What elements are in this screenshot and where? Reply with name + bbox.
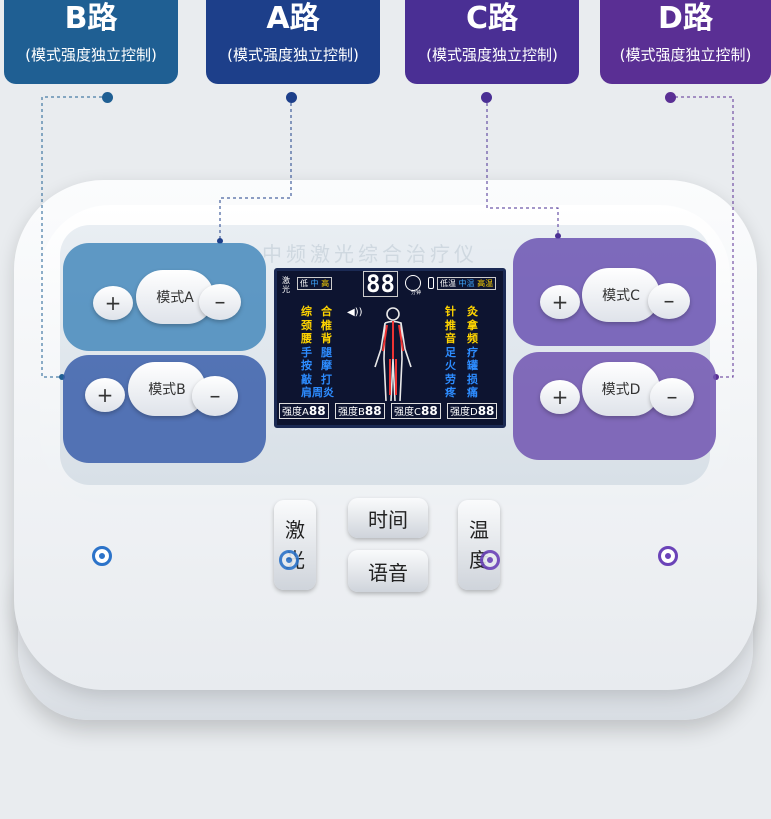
mode-item: 音 bbox=[445, 332, 456, 345]
mode-item: 频 bbox=[467, 332, 478, 345]
temp-level-mid: 中温 bbox=[458, 279, 475, 288]
mode-item: 罐 bbox=[467, 359, 478, 372]
mode-item: 痛 bbox=[467, 386, 478, 399]
intensity-a-minus-button[interactable]: – bbox=[199, 284, 241, 320]
mode-item: 按 bbox=[301, 359, 312, 372]
strength-label: 强度D bbox=[450, 407, 478, 418]
temperature-button[interactable]: 温 度 bbox=[458, 500, 500, 590]
indicator-light-left bbox=[92, 546, 112, 566]
mode-item: 合 bbox=[321, 305, 332, 318]
mode-item: 拿 bbox=[467, 318, 478, 332]
strength-label: 强度B bbox=[338, 407, 365, 418]
intensity-c-plus-button[interactable]: + bbox=[540, 285, 580, 319]
strength-value: 88 bbox=[308, 404, 326, 418]
strength-a: 强度A88 bbox=[279, 403, 329, 419]
laser-label: 激光 bbox=[282, 276, 290, 294]
laser-level-mid: 中 bbox=[310, 279, 319, 288]
mode-item: 火 bbox=[445, 359, 456, 372]
strength-label: 强度C bbox=[394, 407, 421, 418]
intensity-d-plus-button[interactable]: + bbox=[540, 380, 580, 414]
channel-subtitle: (模式强度独立控制) bbox=[426, 46, 558, 64]
temp-level-low: 低温 bbox=[440, 279, 456, 288]
laser-button[interactable]: 激 光 bbox=[274, 500, 316, 590]
intensity-a-plus-button[interactable]: + bbox=[93, 286, 133, 320]
channel-name: B路 bbox=[64, 1, 118, 36]
strength-b: 强度B88 bbox=[335, 403, 385, 419]
mode-item: 打 bbox=[321, 372, 332, 386]
clock-icon bbox=[405, 275, 421, 291]
human-body-icon bbox=[374, 307, 412, 402]
laser-level-box: 低 中 高 bbox=[297, 277, 333, 290]
laser-level-high: 高 bbox=[321, 279, 330, 288]
temp-level-high: 高温 bbox=[477, 279, 494, 288]
mode-list-right-2: 灸 拿 频 疗 罐 损 痛 bbox=[467, 305, 478, 400]
intensity-b-plus-button[interactable]: + bbox=[85, 378, 125, 412]
channel-tag-c: C路 (模式强度独立控制) bbox=[405, 0, 579, 84]
mode-list-left-1: 综 颈 腰 手 按 敲 肩周炎 bbox=[301, 305, 334, 400]
mode-item: 颈 bbox=[301, 318, 312, 332]
channel-name: A路 bbox=[266, 1, 320, 36]
indicator-light-laser bbox=[279, 550, 299, 570]
channel-tag-b: B路 (模式强度独立控制) bbox=[4, 0, 178, 84]
mode-item: 足 bbox=[445, 345, 456, 359]
mode-item: 腰 bbox=[301, 332, 312, 345]
mode-item: 灸 bbox=[467, 305, 478, 318]
intensity-b-minus-button[interactable]: – bbox=[192, 376, 238, 416]
mode-item: 敲 bbox=[301, 372, 312, 386]
strength-d: 强度D88 bbox=[447, 403, 498, 419]
mode-item: 劳 bbox=[445, 372, 456, 386]
mode-item: 摩 bbox=[321, 359, 332, 372]
thermometer-icon bbox=[428, 277, 434, 289]
mode-list-left-2: 合 椎 背 腿 摩 打 bbox=[321, 305, 332, 386]
time-button[interactable]: 时间 bbox=[348, 498, 428, 538]
connector-dot-a bbox=[286, 92, 297, 103]
channel-subtitle: (模式强度独立控制) bbox=[227, 46, 359, 64]
strength-c: 强度C88 bbox=[391, 403, 441, 419]
channel-tag-d: D路 (模式强度独立控制) bbox=[600, 0, 771, 84]
channel-name: D路 bbox=[658, 1, 713, 36]
mode-item: 针 bbox=[445, 305, 456, 318]
mode-c-button[interactable]: 模式C bbox=[582, 268, 660, 322]
mode-item: 肩周炎 bbox=[301, 386, 334, 399]
indicator-light-right bbox=[658, 546, 678, 566]
mode-item: 腿 bbox=[321, 345, 332, 359]
channel-subtitle: (模式强度独立控制) bbox=[619, 46, 752, 64]
mode-list-right-1: 针 推 音 足 火 劳 疼 bbox=[445, 305, 456, 400]
channel-tag-a: A路 (模式强度独立控制) bbox=[206, 0, 380, 84]
intensity-c-minus-button[interactable]: – bbox=[648, 283, 690, 319]
timer-unit: 分钟 bbox=[411, 290, 422, 296]
mode-item: 手 bbox=[301, 345, 312, 359]
mode-item: 疗 bbox=[467, 345, 478, 359]
lcd-screen: 激光 低 中 高 88 分钟 低温 中温 高温 ◀)) 综 颈 腰 手 按 敲 … bbox=[274, 268, 506, 428]
strength-value: 88 bbox=[364, 404, 382, 418]
voice-button[interactable]: 语音 bbox=[348, 550, 428, 592]
intensity-d-minus-button[interactable]: – bbox=[650, 378, 694, 416]
laser-level-low: 低 bbox=[300, 279, 308, 288]
mode-d-button[interactable]: 模式D bbox=[582, 362, 660, 416]
mode-item: 综 bbox=[301, 305, 312, 318]
strength-label: 强度A bbox=[282, 407, 309, 418]
brand-text: 中频激光综合治疗仪 bbox=[262, 242, 478, 266]
connector-dot-d bbox=[665, 92, 676, 103]
mode-item: 背 bbox=[321, 332, 332, 345]
mode-item: 疼 bbox=[445, 386, 456, 399]
speaker-icon: ◀)) bbox=[347, 307, 363, 318]
channel-name: C路 bbox=[465, 1, 519, 36]
mode-item: 椎 bbox=[321, 318, 332, 332]
timer-digits: 88 bbox=[363, 271, 398, 297]
strength-value: 88 bbox=[420, 404, 438, 418]
temp-level-box: 低温 中温 高温 bbox=[437, 277, 497, 290]
strength-value: 88 bbox=[477, 404, 495, 418]
channel-subtitle: (模式强度独立控制) bbox=[25, 46, 157, 64]
connector-dot-b bbox=[102, 92, 113, 103]
mode-item: 推 bbox=[445, 318, 456, 332]
connector-dot-c bbox=[481, 92, 492, 103]
mode-item: 损 bbox=[467, 372, 478, 386]
indicator-light-temperature bbox=[480, 550, 500, 570]
